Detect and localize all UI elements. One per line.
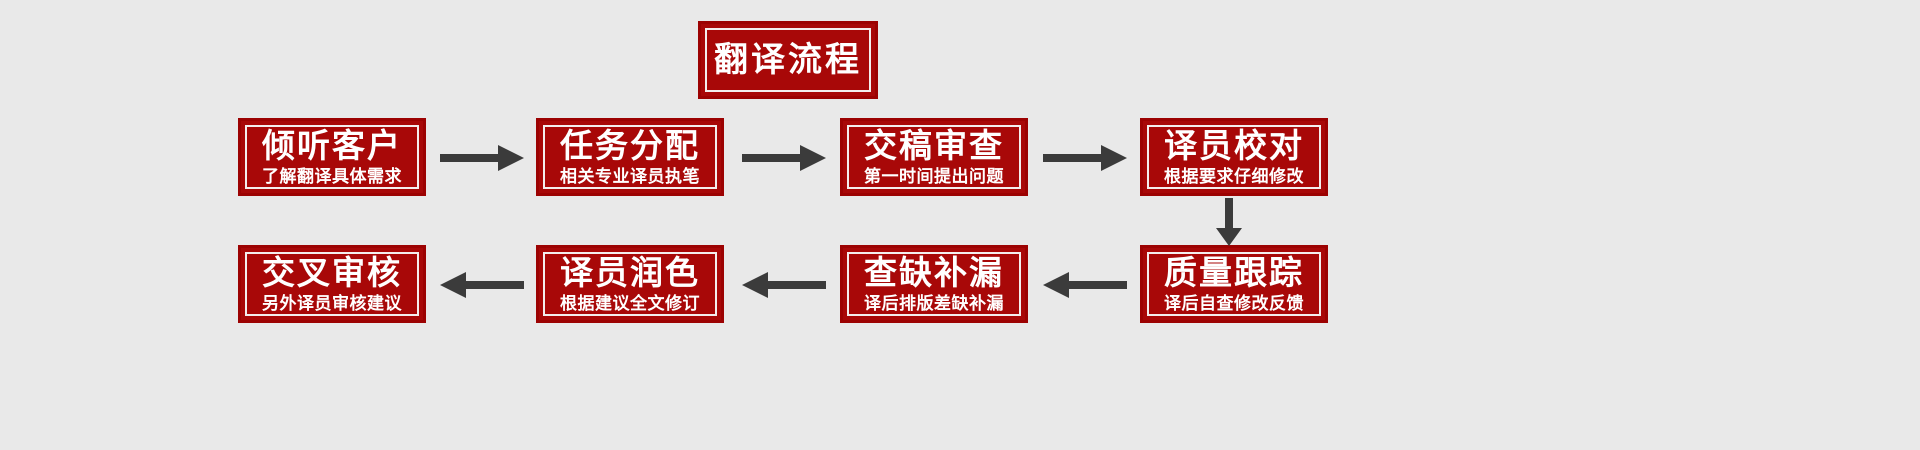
step-node-translator-polishing[interactable]: 译员润色 根据建议全文修订 <box>536 245 724 323</box>
arrow-down-icon <box>1216 198 1242 246</box>
step-subline: 根据要求仔细修改 <box>1164 167 1304 186</box>
step-node-quality-tracking[interactable]: 质量跟踪 译后自查修改反馈 <box>1140 245 1328 323</box>
step-headline: 查缺补漏 <box>864 254 1004 291</box>
step-headline: 译员润色 <box>560 254 700 291</box>
step-headline: 任务分配 <box>560 127 700 164</box>
arrow-right-icon <box>1043 145 1127 171</box>
step-headline: 倾听客户 <box>262 127 402 164</box>
step-subline: 根据建议全文修订 <box>560 294 700 313</box>
arrow-left-icon <box>742 272 826 298</box>
step-subline: 相关专业译员执笔 <box>560 167 700 186</box>
step-subline: 译后排版差缺补漏 <box>864 294 1004 313</box>
step-node-task-assignment[interactable]: 任务分配 相关专业译员执笔 <box>536 118 724 196</box>
step-node-cross-review[interactable]: 交叉审核 另外译员审核建议 <box>238 245 426 323</box>
arrow-left-icon <box>1043 272 1127 298</box>
flowchart-title-box: 翻译流程 <box>698 21 878 99</box>
step-headline: 交叉审核 <box>262 254 402 291</box>
step-node-translator-proofreading[interactable]: 译员校对 根据要求仔细修改 <box>1140 118 1328 196</box>
arrow-right-icon <box>440 145 524 171</box>
arrow-right-icon <box>742 145 826 171</box>
step-node-draft-review[interactable]: 交稿审查 第一时间提出问题 <box>840 118 1028 196</box>
step-subline: 译后自查修改反馈 <box>1164 294 1304 313</box>
step-node-listen-to-client[interactable]: 倾听客户 了解翻译具体需求 <box>238 118 426 196</box>
step-headline: 质量跟踪 <box>1164 254 1304 291</box>
arrow-left-icon <box>440 272 524 298</box>
step-node-gap-filling[interactable]: 查缺补漏 译后排版差缺补漏 <box>840 245 1028 323</box>
step-subline: 另外译员审核建议 <box>262 294 402 313</box>
step-subline: 了解翻译具体需求 <box>262 167 402 186</box>
step-headline: 交稿审查 <box>864 127 1004 164</box>
flowchart-title-label: 翻译流程 <box>714 41 862 79</box>
step-subline: 第一时间提出问题 <box>864 167 1004 186</box>
step-headline: 译员校对 <box>1164 127 1304 164</box>
